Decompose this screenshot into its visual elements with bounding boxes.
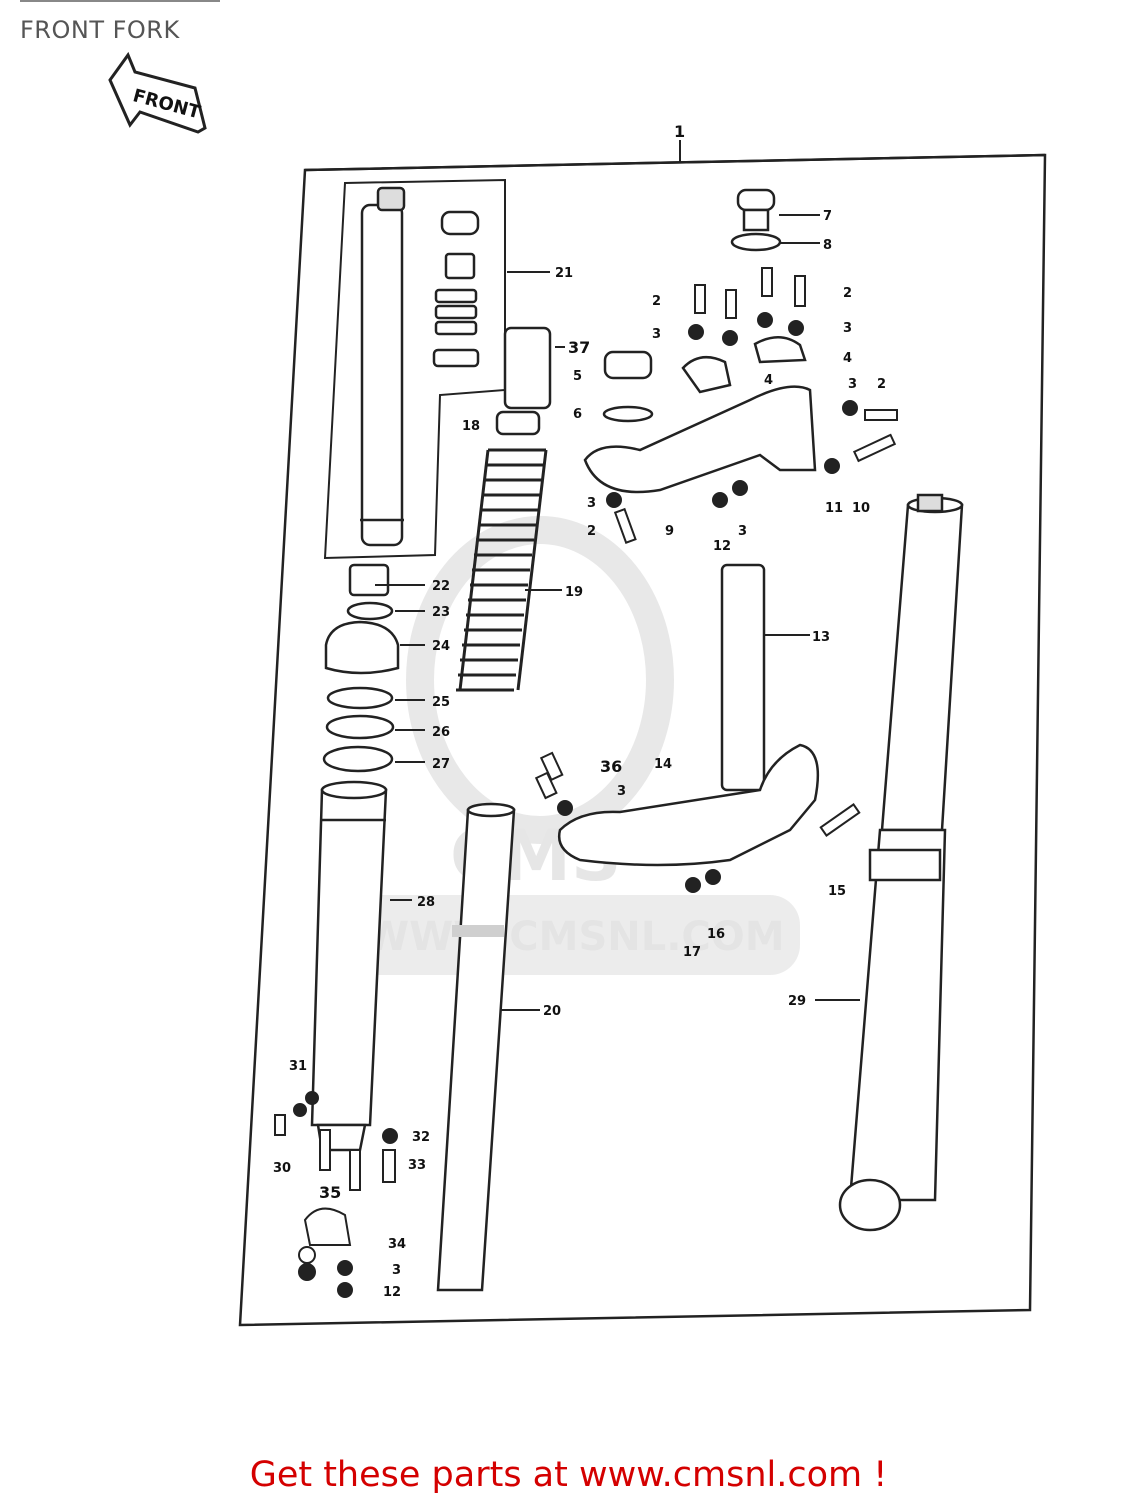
- callout-32: 32: [412, 1130, 430, 1145]
- callout-17: 17: [683, 945, 701, 960]
- callout-2d: 2: [587, 524, 596, 539]
- fork-spring: [456, 448, 548, 692]
- callout-3b: 3: [843, 321, 852, 336]
- callout-19: 19: [565, 585, 583, 600]
- watermark-url: WWW.CMSNL.COM: [365, 914, 785, 960]
- callout-31: 31: [289, 1059, 307, 1074]
- callout-6: 6: [573, 407, 582, 422]
- damper-rod: [360, 186, 406, 547]
- callout-20: 20: [543, 1004, 561, 1019]
- callout-11: 11: [825, 501, 843, 516]
- top-rule: [20, 0, 220, 2]
- hardware-bolts: [274, 267, 898, 1298]
- callout-4a: 4: [843, 351, 852, 366]
- callout-29: 29: [788, 994, 806, 1009]
- callout-24: 24: [432, 639, 450, 654]
- footer-link[interactable]: Get these parts at www.cmsnl.com !: [249, 1455, 888, 1495]
- callout-5: 5: [573, 369, 582, 384]
- callout-7: 7: [823, 209, 832, 224]
- callout-23: 23: [432, 605, 450, 620]
- inner-tube: [436, 802, 516, 1292]
- seal-stack: [322, 563, 400, 773]
- top-bolt-assembly: [602, 188, 807, 423]
- callout-16: 16: [707, 927, 725, 942]
- lower-bracket: [557, 743, 820, 867]
- callout-3g: 3: [392, 1263, 401, 1278]
- page-title: FRONT FORK: [20, 16, 180, 44]
- callout-30: 30: [273, 1161, 291, 1176]
- callout-3f: 3: [617, 784, 626, 799]
- callout-3a: 3: [652, 327, 661, 342]
- callout-13: 13: [812, 630, 830, 645]
- front-direction-arrow: FRONT: [108, 51, 207, 134]
- leader-lines: [375, 214, 860, 1011]
- callout-36: 36: [600, 757, 622, 776]
- callout-12a: 12: [713, 539, 731, 554]
- callout-1: 1: [674, 122, 685, 141]
- callout-3e: 3: [738, 524, 747, 539]
- callouts: 1 21 37 7 8 2 2 3 3 4 4 5 6 3 2 18 3 2 9…: [273, 122, 886, 1300]
- inset-frame: [323, 178, 506, 560]
- steering-stem: [720, 563, 766, 792]
- callout-15: 15: [828, 884, 846, 899]
- callout-25: 25: [432, 695, 450, 710]
- callout-27: 27: [432, 757, 450, 772]
- callout-8: 8: [823, 238, 832, 253]
- callout-35: 35: [319, 1183, 341, 1202]
- callout-3d: 3: [587, 496, 596, 511]
- upper-bracket: [583, 385, 817, 494]
- callout-4b: 4: [764, 373, 773, 388]
- callout-3c: 3: [848, 377, 857, 392]
- callout-21: 21: [555, 266, 573, 281]
- watermark: WWW.CMSNL.COM CMS: [330, 516, 800, 975]
- left-outer-tube: [310, 780, 388, 1152]
- callout-18: 18: [462, 419, 480, 434]
- right-fork-leg: [838, 493, 964, 1232]
- callout-2a: 2: [652, 294, 661, 309]
- callout-10: 10: [852, 501, 870, 516]
- callout-33: 33: [408, 1158, 426, 1173]
- callout-28: 28: [417, 895, 435, 910]
- inset-small-parts: [432, 210, 480, 368]
- callout-2c: 2: [877, 377, 886, 392]
- spacer-tube: [503, 326, 552, 410]
- callout-26: 26: [432, 725, 450, 740]
- spring-seat: [495, 410, 541, 436]
- callout-22: 22: [432, 579, 450, 594]
- callout-9: 9: [665, 524, 674, 539]
- callout-14: 14: [654, 757, 672, 772]
- callout-12b: 12: [383, 1285, 401, 1300]
- callout-2b: 2: [843, 286, 852, 301]
- callout-37: 37: [568, 338, 590, 357]
- callout-34: 34: [388, 1237, 406, 1252]
